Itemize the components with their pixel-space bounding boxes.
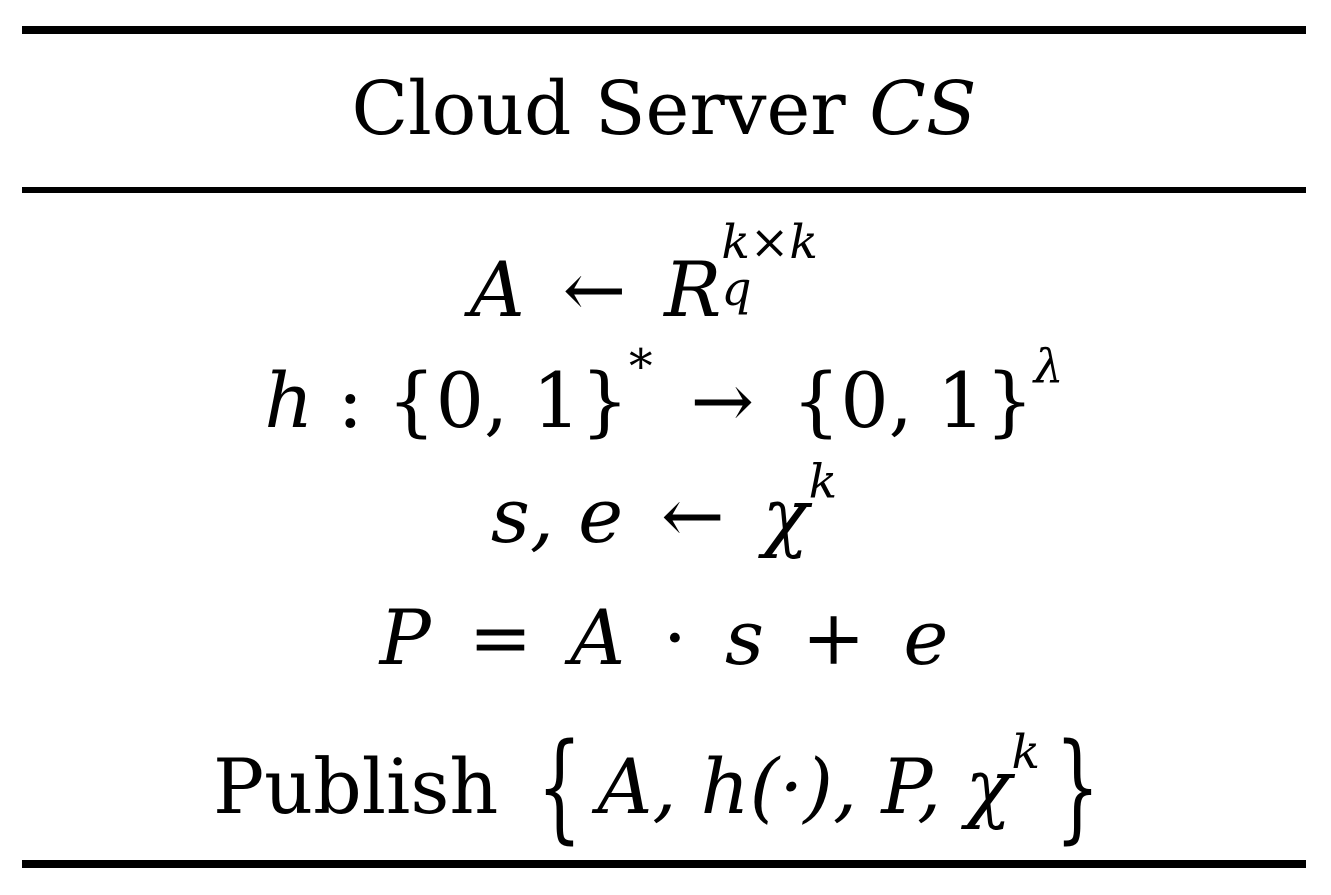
eq4-P: P [379, 593, 431, 682]
eq2-set1: {0, 1} [387, 356, 630, 445]
eq4-A: A [570, 593, 626, 682]
eq5-left-brace: { [537, 718, 583, 855]
eq5-word: Publish [213, 741, 523, 831]
eq2-arrow: → [690, 356, 755, 445]
eq4-plus: + [801, 593, 866, 682]
eq3-arrow: ← [661, 471, 725, 560]
eq4-equals: = [468, 593, 533, 682]
top-rule [22, 26, 1306, 34]
eq3-superscript: k [808, 454, 838, 510]
eq3-chi: χ [762, 471, 809, 560]
header-rule [22, 187, 1306, 193]
eq2-star: * [629, 339, 653, 395]
eq2-colon: : [313, 356, 388, 445]
equation-publish: Publish {A, h(·), P, χk} [22, 728, 1306, 846]
eq2-lambda: λ [1033, 339, 1064, 395]
eq1-lhs: A [469, 245, 525, 334]
eq1-arrow: ← [562, 245, 627, 334]
table-title: Cloud Server CS [22, 72, 1306, 146]
eq1-superscript: k×k [721, 214, 818, 270]
eq5-right-brace: } [1055, 718, 1100, 855]
title-prefix: Cloud Server [351, 66, 870, 152]
eq1-subscript: q [721, 261, 752, 317]
eq2-h: h [264, 356, 314, 445]
equation-error-sample: s, e ← χk [22, 458, 1306, 554]
eq5-superscript: k [1011, 725, 1041, 781]
equation-public-key: P = A · s + e [22, 600, 1306, 676]
eq4-dot: · [662, 593, 688, 682]
bottom-rule [22, 860, 1306, 868]
eq1-base: R [664, 245, 722, 334]
eq4-s: s [724, 593, 764, 682]
eq2-set2: {0, 1} [791, 356, 1034, 445]
equation-hash-function: h : {0, 1}* → {0, 1}λ [22, 343, 1306, 439]
title-variable: CS [869, 66, 977, 152]
eq5-content: A, h(·), P, χ [597, 741, 1012, 831]
eq4-e: e [903, 593, 949, 682]
eq3-vars: s, e [490, 471, 624, 560]
